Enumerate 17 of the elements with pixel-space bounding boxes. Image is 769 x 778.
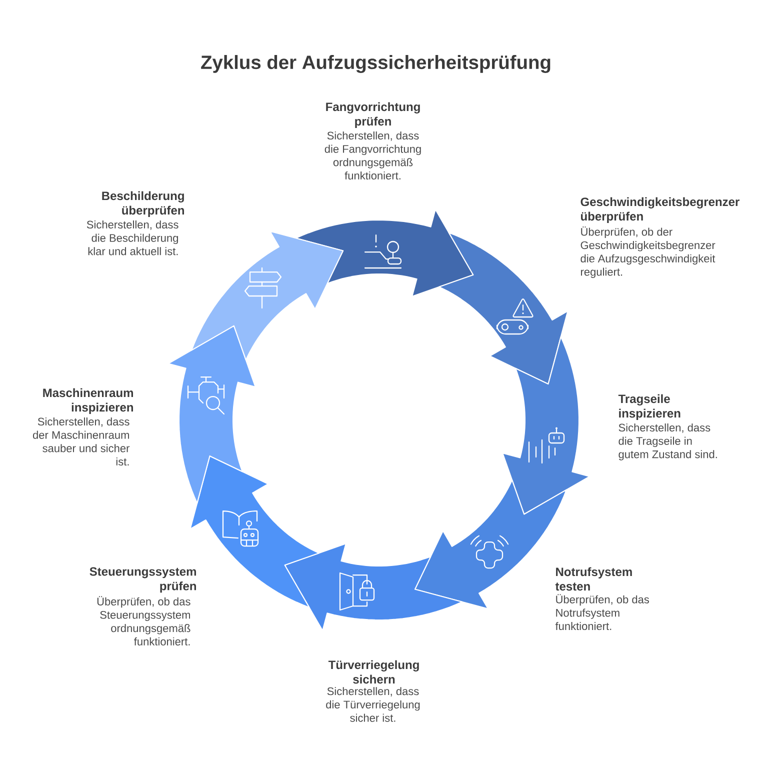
step-heading: Maschinenraum inspizieren <box>43 388 133 414</box>
step-description: Sicherstellen, dass die Türverriegelung sicher ist. <box>326 687 420 722</box>
step-description: Sicherstellen, dass die Tragseile in gutem Zustand sind. <box>618 423 717 460</box>
step-heading: Beschilderung überprüfen <box>102 191 184 217</box>
step-description: Überprüfen, ob das Steuerungssystem ordnungsgemäß funktioniert. <box>97 596 190 646</box>
step-heading: Fangvorrichtung prüfen <box>326 102 420 128</box>
step-heading: Türverriegelung sichern <box>328 660 419 684</box>
step-heading: Geschwindigkeitsbegrenzer überprüfen <box>580 197 740 223</box>
step-description: Sicherstellen, dass die Beschilderung klar und aktuell ist. <box>86 220 178 256</box>
title: Zyklus der Aufzugssicherheitsprüfung <box>201 55 550 73</box>
step-heading: Tragseile inspizieren <box>618 394 680 420</box>
step-description: Sicherstellen, dass der Maschinenraum sauber und sicher ist. <box>32 417 130 466</box>
step-description: Sicherstellen, dass die Fangvorrichtung ordnungsgemäß funktioniert. <box>324 131 421 180</box>
step-heading: Steuerungssystem prüfen <box>90 567 196 593</box>
step-heading: Notrufsystem testen <box>555 567 632 591</box>
step-description: Überprüfen, ob der Geschwindigkeitsbegrenzer die Aufzugsgeschwindigkeit reguliert. <box>580 226 716 278</box>
step-description: Überprüfen, ob das Notrufsystem funktioniert. <box>555 594 650 630</box>
